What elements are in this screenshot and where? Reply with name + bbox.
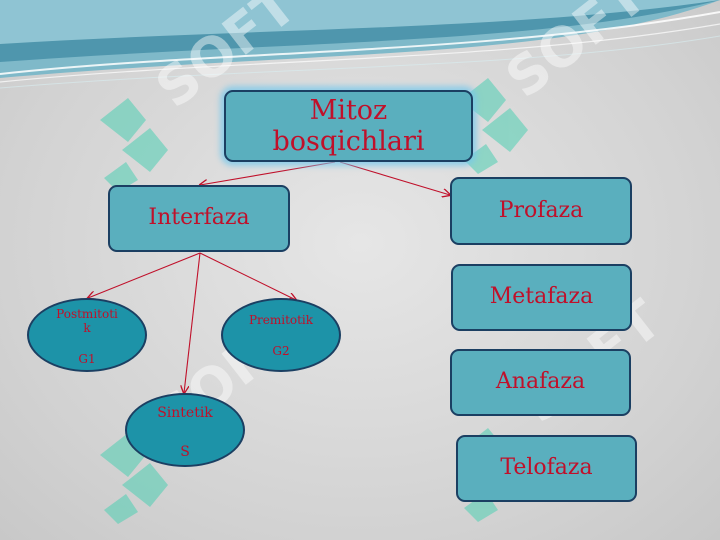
- node-premitotik: Premitotik G2: [221, 298, 341, 372]
- premitotik-label: Premitotik: [248, 313, 314, 327]
- arrow-root-to-interfaza: [200, 161, 336, 185]
- node-metafaza: Metafaza: [451, 264, 632, 331]
- arrow-interfaza-to-premitotik: [199, 252, 296, 300]
- postmitotik-label-line1: Postmitoti: [56, 307, 118, 321]
- node-telofaza: Telofaza: [456, 435, 637, 502]
- profaza-label: Profaza: [498, 197, 584, 223]
- root-title-line2: bosqichlari: [272, 126, 425, 157]
- node-profaza: Profaza: [450, 177, 632, 245]
- sintetik-label: Sintetik: [157, 405, 213, 421]
- premitotik-mark: -: [289, 294, 293, 304]
- arrow-interfaza-to-postmitotik: [88, 252, 201, 298]
- telofaza-label: Telofaza: [500, 455, 593, 481]
- watermark-logo-icon: [100, 98, 168, 192]
- anafaza-label: Anafaza: [495, 369, 586, 395]
- node-anafaza: Anafaza: [450, 349, 631, 416]
- header-wave-decoration: [0, 0, 720, 89]
- node-sintetik: Sintetik S: [125, 393, 245, 467]
- arrow-interfaza-to-sintetik: [184, 252, 201, 393]
- node-interfaza: Interfaza: [108, 185, 290, 252]
- metafaza-label: Metafaza: [489, 284, 594, 310]
- interfaza-label: Interfaza: [148, 205, 250, 231]
- root-node-mitoz-bosqichlari: Mitoz bosqichlari: [224, 90, 473, 162]
- postmitotik-label-line2: k: [83, 321, 91, 335]
- node-postmitotik: Postmitoti k G1: [27, 298, 147, 372]
- sintetik-code: S: [180, 444, 190, 460]
- postmitotik-code: G1: [78, 352, 96, 366]
- root-title-line1: Mitoz: [309, 94, 388, 126]
- arrow-root-to-profaza: [339, 161, 450, 195]
- premitotik-code: G2: [272, 344, 290, 358]
